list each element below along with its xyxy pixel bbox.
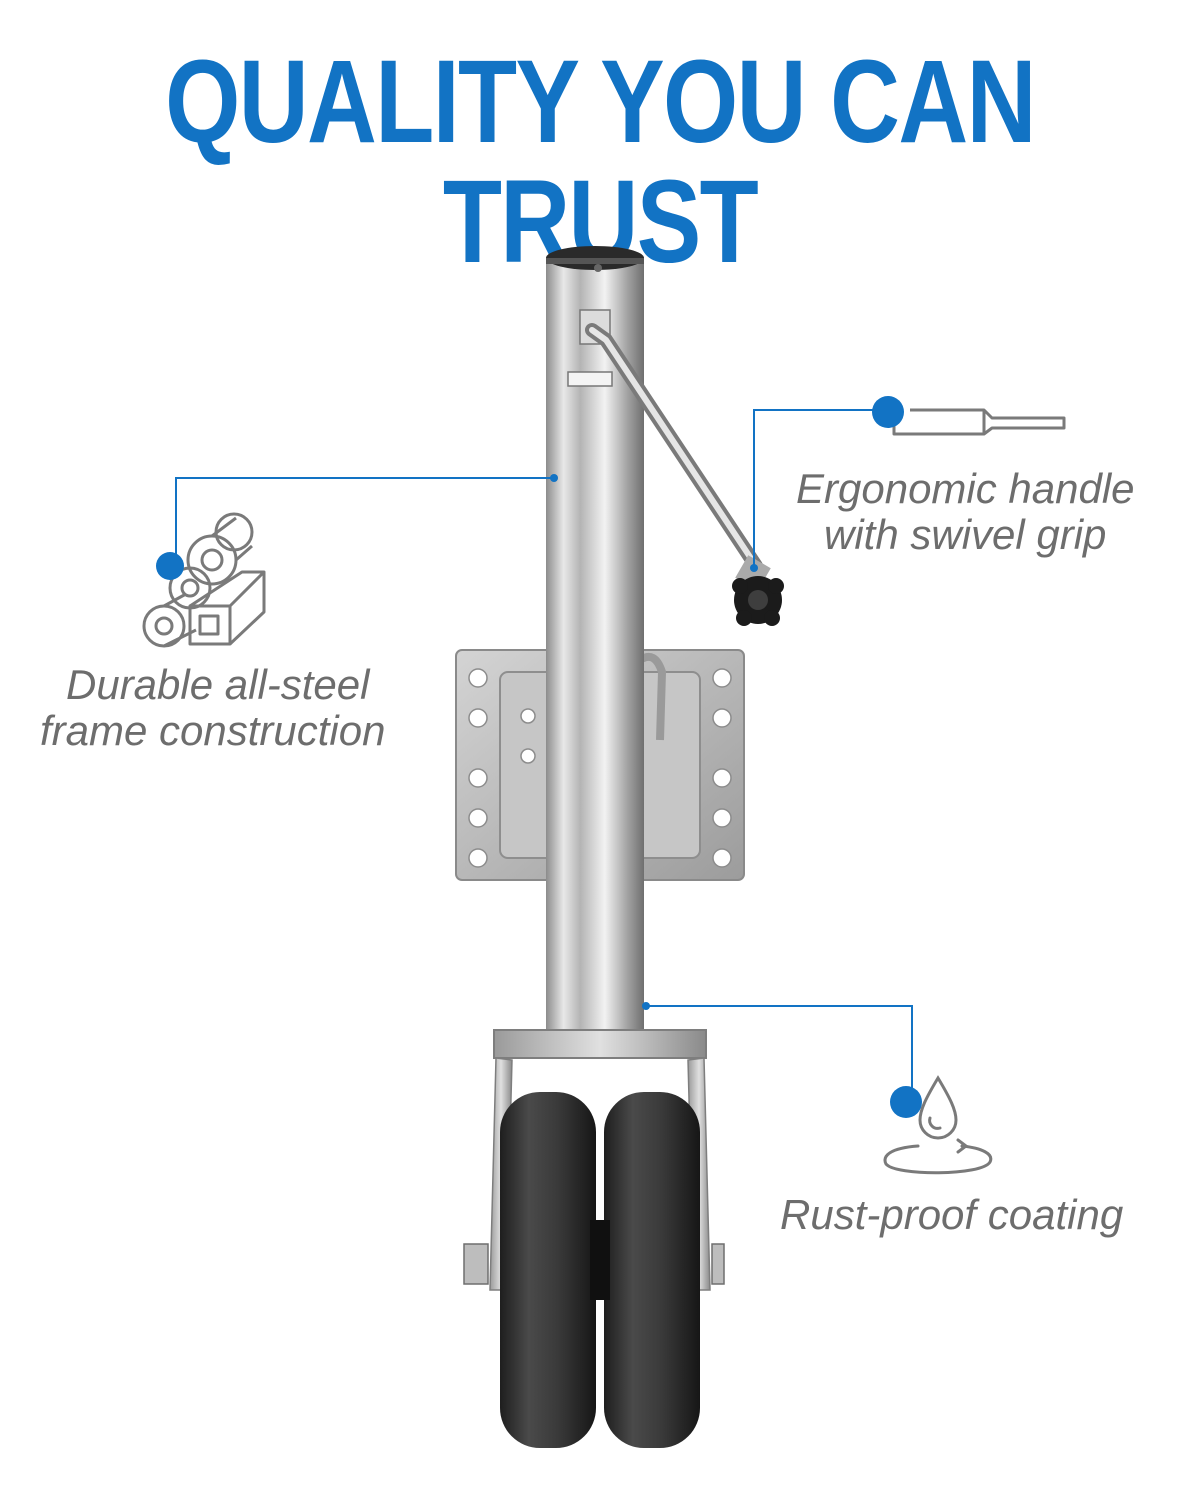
callout-handle xyxy=(750,396,1066,572)
feature-handle-line1: Ergonomic handle xyxy=(796,465,1135,512)
trailer-jack-image xyxy=(455,246,784,1448)
callout-line-coating xyxy=(646,1005,913,1094)
crank-handle xyxy=(585,323,784,626)
callout-anchor-dot xyxy=(642,1002,650,1010)
wheels xyxy=(500,1092,700,1448)
handle-knob xyxy=(732,576,784,626)
callout-line-frame xyxy=(175,477,554,564)
callout-anchor-dot xyxy=(750,564,758,572)
steel-profiles-icon xyxy=(142,512,266,648)
water-drop-icon xyxy=(883,1075,993,1175)
handle-icon xyxy=(872,396,1066,436)
feature-frame-line1: Durable all-steel xyxy=(66,661,370,708)
feature-handle-text: Ergonomic handle with swivel grip xyxy=(796,466,1135,558)
headline: QUALITY YOU CAN TRUST xyxy=(165,36,1036,288)
feature-frame-line2: frame construction xyxy=(40,707,386,754)
jack-tube xyxy=(546,246,644,1040)
feature-coating-line1: Rust-proof coating xyxy=(780,1191,1124,1238)
feature-coating-text: Rust-proof coating xyxy=(780,1192,1123,1238)
feature-frame-text: Durable all-steel frame construction xyxy=(40,662,385,754)
callout-frame xyxy=(142,474,558,648)
feature-handle-line2: with swivel grip xyxy=(824,511,1107,558)
callout-anchor-dot xyxy=(550,474,558,482)
callout-line-handle xyxy=(753,409,880,568)
callout-coating xyxy=(642,1002,993,1175)
